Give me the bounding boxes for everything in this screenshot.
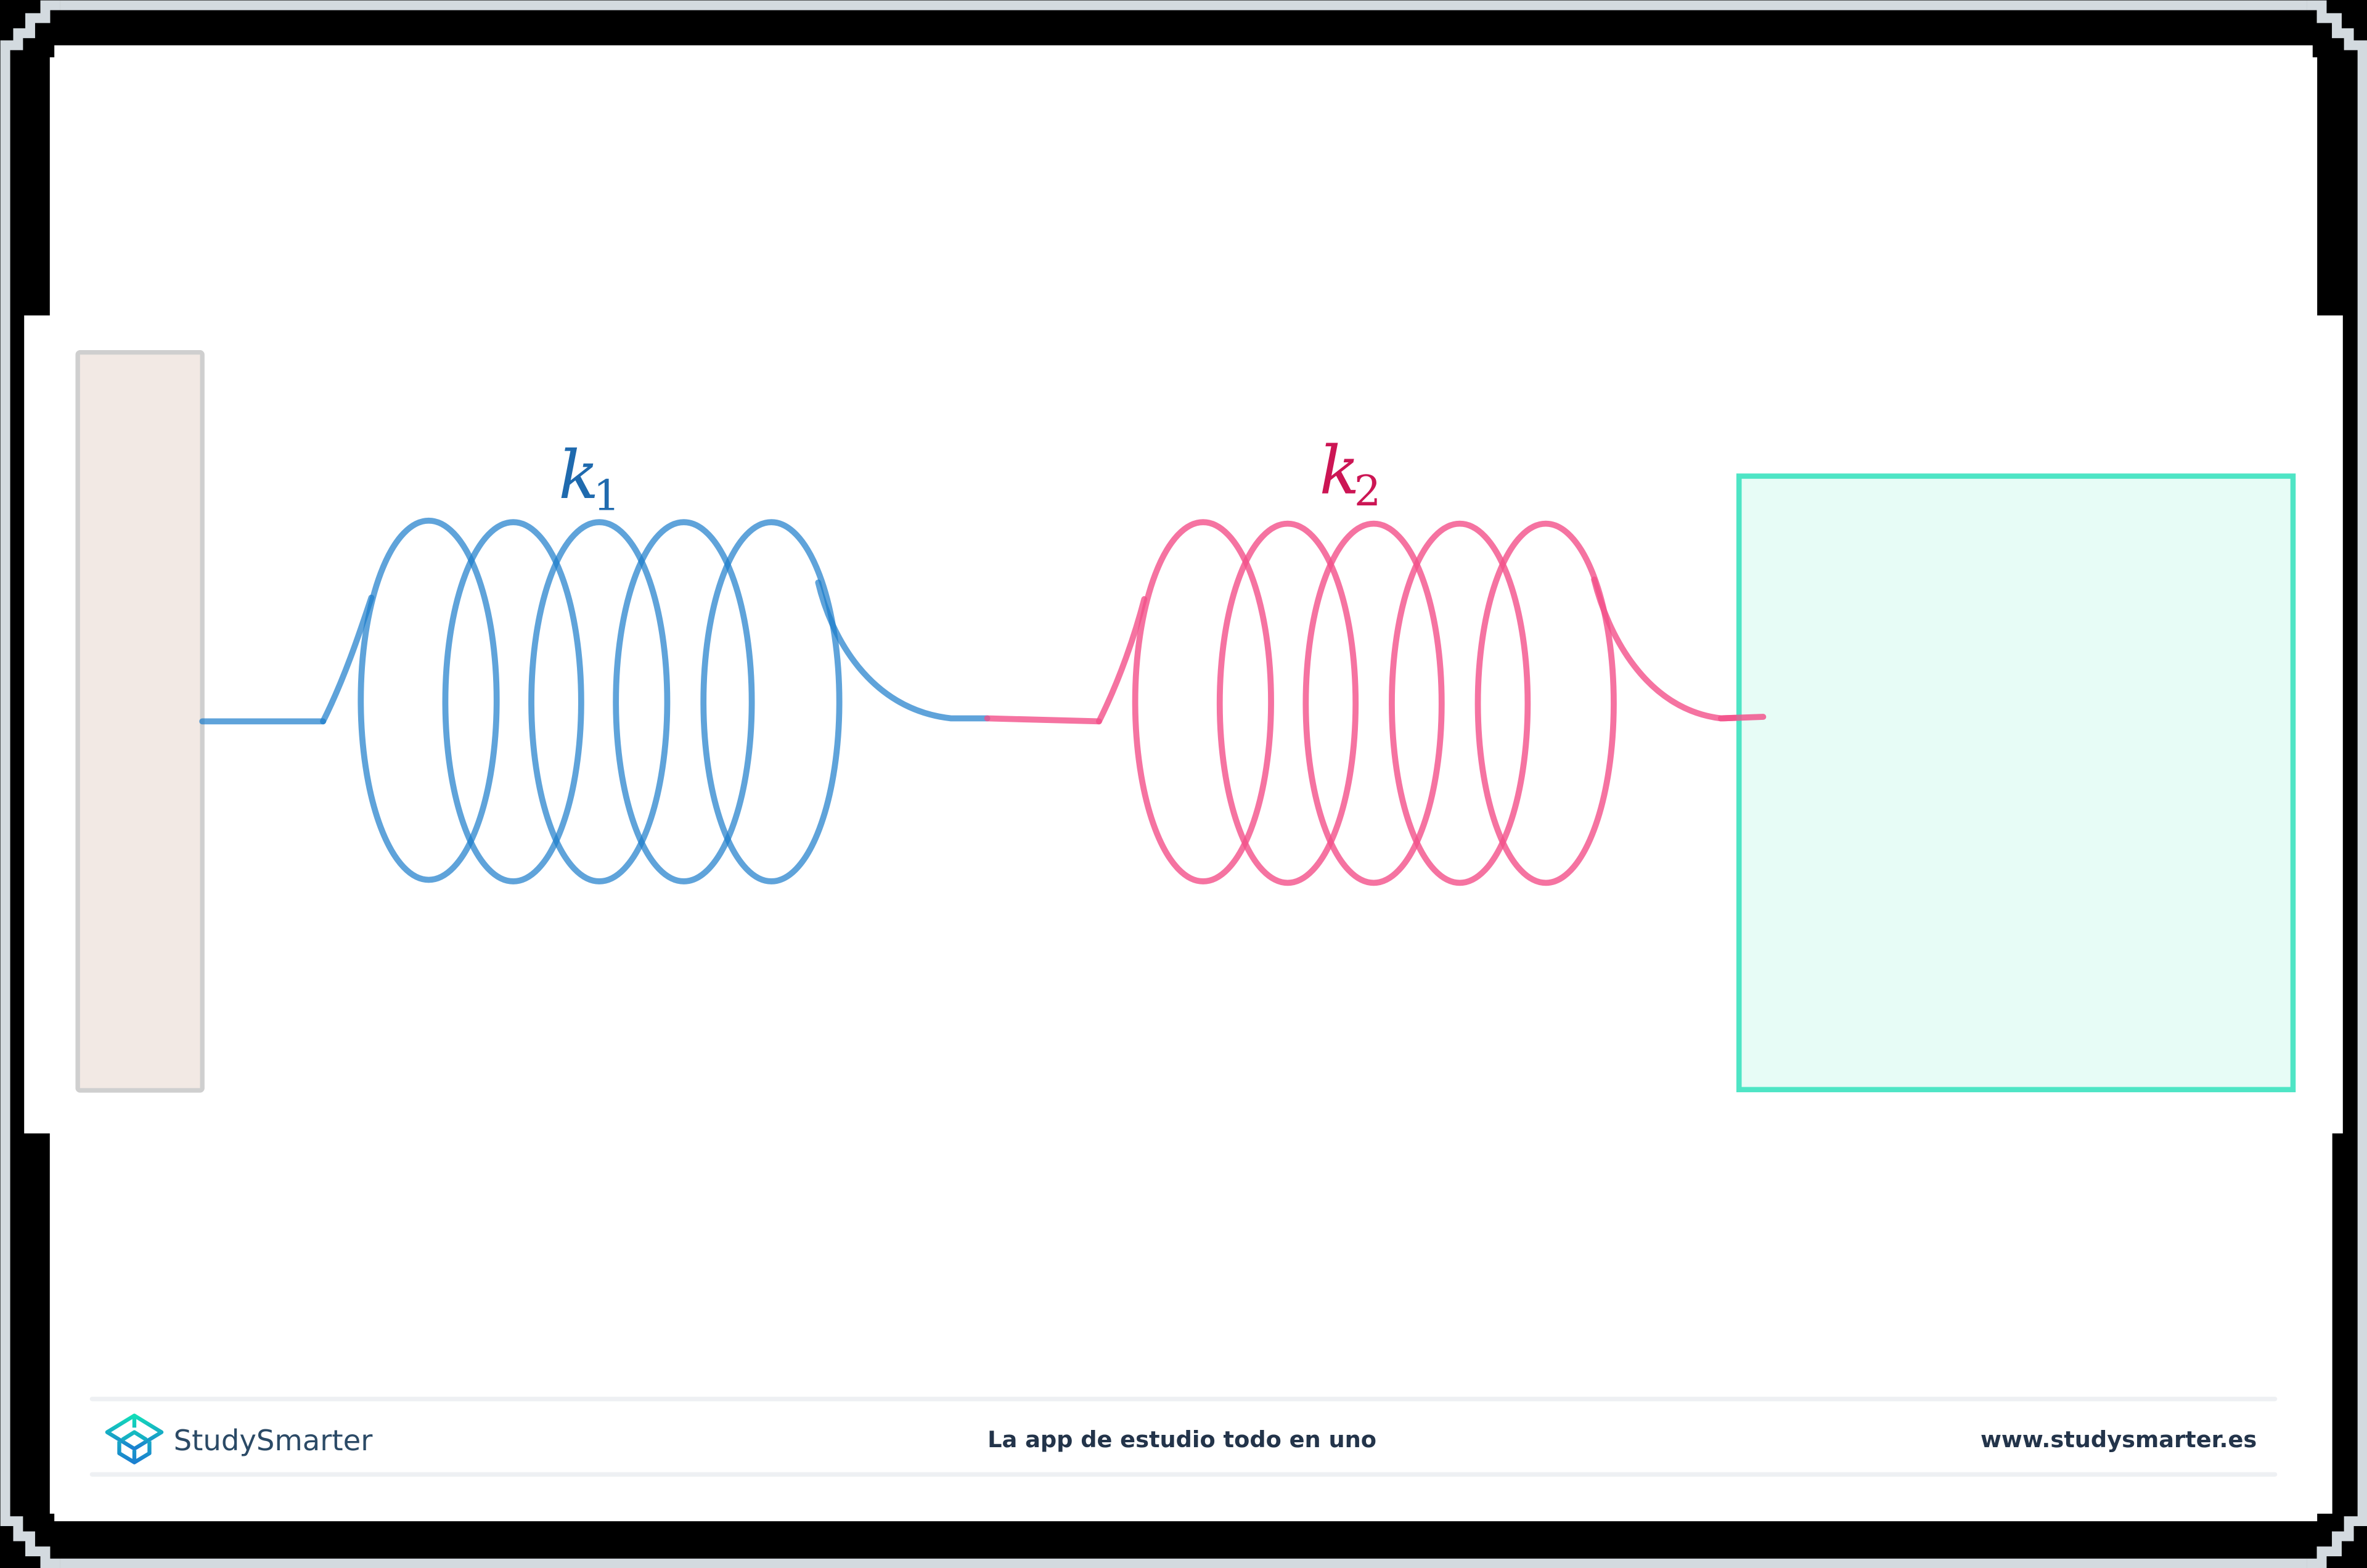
footer-url[interactable]: www.studysmarter.es bbox=[1981, 1426, 2257, 1453]
spring-k2-label: k 2 bbox=[1319, 433, 1381, 517]
spring-k1-label: k 1 bbox=[558, 437, 620, 521]
diagram-card bbox=[24, 45, 2343, 1522]
brand-name: StudySmarter bbox=[174, 1424, 374, 1457]
svg-text:k: k bbox=[1319, 433, 1359, 510]
mass-block bbox=[1736, 473, 2296, 1093]
spring-k1 bbox=[199, 517, 991, 884]
spring-k2 bbox=[984, 519, 1767, 886]
svg-text:1: 1 bbox=[593, 472, 620, 521]
footer: StudySmarter La app de estudio todo en u… bbox=[89, 1397, 2278, 1477]
wall bbox=[75, 350, 205, 1093]
studysmarter-logo-icon bbox=[105, 1413, 164, 1464]
svg-text:k: k bbox=[558, 437, 599, 514]
svg-text:2: 2 bbox=[1354, 467, 1381, 516]
footer-tagline: La app de estudio todo en uno bbox=[987, 1426, 1376, 1453]
spring-k2-end bbox=[1717, 714, 1767, 722]
